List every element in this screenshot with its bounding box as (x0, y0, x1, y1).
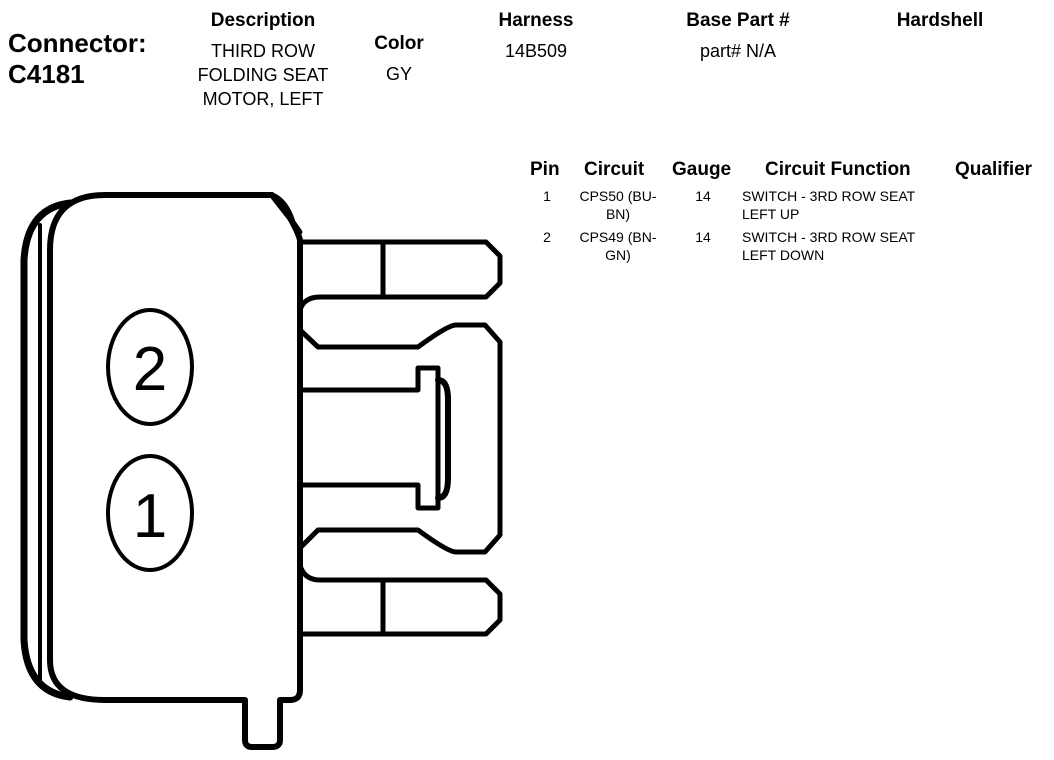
connector-label-line1: Connector: (8, 28, 147, 58)
row2-function: SWITCH - 3RD ROW SEAT LEFT DOWN (742, 229, 915, 263)
connector-label: Connector: C4181 (8, 28, 147, 90)
description-header: Description (210, 10, 316, 31)
column-header-circuit: Circuit (584, 159, 645, 180)
row2-pin: 2 (543, 229, 551, 245)
harness-header: Harness (498, 10, 574, 31)
pin-1-label: 1 (133, 482, 167, 551)
column-header-gauge: Gauge (672, 159, 732, 180)
connector-left-band (20, 199, 74, 701)
color-value: GY (385, 64, 412, 84)
lower-terminal (297, 562, 503, 637)
hardshell-header: Hardshell (896, 10, 984, 31)
column-header-circuit-function: Circuit Function (765, 159, 911, 180)
row1-circuit: CPS50 (BU-BN) (579, 188, 657, 222)
pin-1-cavity (106, 454, 194, 572)
connector-top-latch (269, 192, 303, 235)
row2-circuit: CPS49 (BN-GN) (579, 229, 657, 263)
pin-2-label: 2 (133, 335, 167, 404)
latch-button (435, 377, 451, 501)
row1-pin: 1 (543, 188, 551, 204)
row1-gauge: 14 (695, 188, 711, 204)
color-header: Color (374, 33, 424, 54)
latch-housing (297, 322, 503, 555)
pin-2-cavity (106, 308, 194, 426)
upper-terminal (297, 239, 503, 313)
connector-id: C4181 (8, 59, 85, 89)
column-header-pin: Pin (530, 159, 560, 180)
harness-value: 14B509 (504, 41, 568, 61)
column-header-qualifier: Qualifier (955, 159, 1033, 180)
base-part-header: Base Part # (686, 10, 790, 31)
connector-body-outline (47, 192, 303, 750)
description-value: THIRD ROW FOLDING SEAT MOTOR, LEFT (197, 41, 329, 109)
base-part-value: part# N/A (699, 41, 777, 61)
latch-tab (297, 365, 441, 511)
row1-function: SWITCH - 3RD ROW SEAT LEFT UP (742, 188, 915, 222)
row2-gauge: 14 (695, 229, 711, 245)
